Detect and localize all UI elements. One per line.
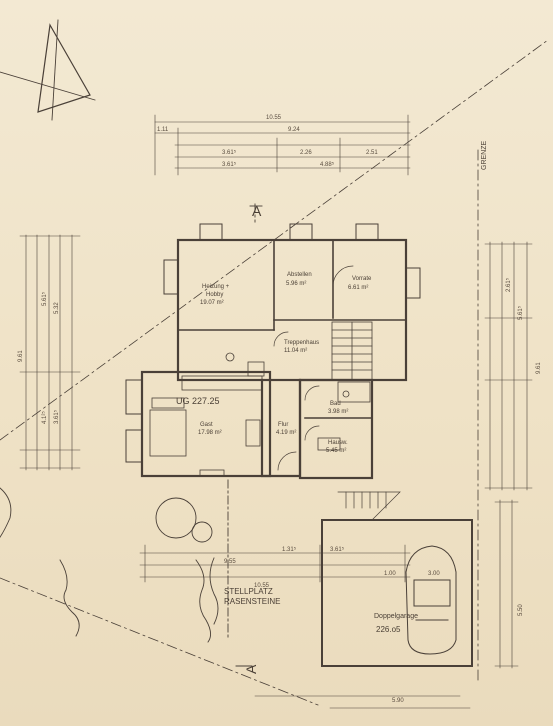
section-mark-bottom: A bbox=[243, 664, 259, 674]
dimension-labels: 10.55 1.11 9.24 3.61⁵ 2.26 2.51 3.61⁵ 4.… bbox=[18, 115, 542, 704]
dim-top-d2: 9.24 bbox=[288, 127, 300, 133]
property-line-top bbox=[0, 39, 549, 441]
room-vorrate-label: Vorrate bbox=[352, 276, 372, 282]
room-flur-label: Flur bbox=[278, 422, 288, 428]
room-flur-area: 4.19 m² bbox=[276, 430, 296, 436]
outside-stair bbox=[337, 491, 401, 521]
section-mark-top: A bbox=[252, 203, 262, 219]
dim-top-d5: 2.51 bbox=[366, 150, 378, 156]
room-hausw-label: Hausw. bbox=[328, 440, 348, 446]
room-vorrate-area: 6.61 m² bbox=[348, 285, 368, 291]
dim-top-d6: 3.61⁵ bbox=[222, 161, 237, 168]
room-abstellen-label: Abstellen bbox=[287, 272, 312, 278]
dim-top-d4: 2.26 bbox=[300, 150, 312, 156]
room-heizung-sub: Hobby bbox=[206, 292, 223, 298]
rasensteine-label: RASENSTEINE bbox=[224, 597, 280, 606]
dim-left-d4: 3.61⁵ bbox=[53, 409, 60, 424]
dim-bottom-d4: 3.00 bbox=[428, 571, 440, 577]
dim-top-d1: 1.11 bbox=[157, 127, 169, 133]
dim-left-d2: 5.32 bbox=[54, 302, 60, 314]
dim-bottom-total: 10.55 bbox=[254, 583, 270, 589]
dim-left-d1: 5.61⁵ bbox=[41, 291, 48, 306]
dim-top-d3: 3.61⁵ bbox=[222, 149, 237, 156]
room-heizung-area: 19.07 m² bbox=[200, 300, 224, 306]
garage-name-label: Doppelgarage bbox=[374, 613, 418, 620]
dim-bottom-d1: 1.31⁵ bbox=[282, 546, 297, 553]
room-abstellen-area: 5.96 m² bbox=[286, 281, 306, 287]
door-swings bbox=[273, 265, 354, 471]
right-dimensions bbox=[484, 241, 533, 669]
property-line-bottom bbox=[0, 577, 319, 706]
room-labels: Heizung + Hobby 19.07 m² Abstellen 5.96 … bbox=[176, 272, 372, 454]
dim-right-d2: 5.61⁵ bbox=[517, 305, 524, 320]
dim-bottom-d2: 3.61⁵ bbox=[330, 546, 345, 553]
ug-level-label: UG 227.25 bbox=[176, 396, 220, 406]
room-treppenhaus-label: Treppenhaus bbox=[284, 340, 319, 346]
dim-bottom-d5: 1.00 bbox=[384, 571, 396, 577]
room-gast-label: Gast bbox=[200, 422, 213, 428]
grenze-label: GRENZE bbox=[481, 141, 488, 171]
top-dimensions bbox=[154, 114, 411, 176]
dim-top-total: 10.55 bbox=[266, 115, 282, 121]
room-bad-area: 3.98 m² bbox=[328, 409, 348, 415]
dim-right-lower: 5.50 bbox=[518, 604, 524, 616]
garage bbox=[321, 519, 473, 667]
dim-garage-bottom: 5.90 bbox=[392, 698, 404, 704]
dim-left-d3: 4.1²⁵ bbox=[41, 411, 48, 424]
dim-right-total: 9.61 bbox=[536, 362, 542, 374]
room-hausw-area: 5.45 m² bbox=[326, 448, 346, 454]
garage-level-label: 226.o5 bbox=[376, 625, 401, 634]
room-bad-label: Bad bbox=[330, 401, 341, 407]
section-line bbox=[227, 203, 263, 667]
window-bays bbox=[125, 223, 421, 463]
annotations: A A GRENZE STELLPLATZ RASENSTEINE Doppel… bbox=[224, 141, 488, 675]
interior-walls bbox=[177, 239, 407, 471]
dim-top-d7: 4.88⁵ bbox=[320, 161, 335, 168]
furniture bbox=[149, 352, 371, 477]
dim-bottom-d3: 9.55 bbox=[224, 559, 236, 565]
room-heizung-label: Heizung + bbox=[202, 284, 230, 290]
car-icon bbox=[405, 545, 457, 655]
left-dimensions bbox=[19, 234, 81, 471]
bottom-dimensions bbox=[139, 544, 471, 709]
dim-left-total: 9.61 bbox=[18, 350, 24, 362]
north-arrow-icon bbox=[0, 19, 96, 121]
dim-right-d1: 2.61⁵ bbox=[505, 277, 512, 292]
tree-icon bbox=[0, 487, 219, 643]
staircase bbox=[331, 321, 373, 381]
room-gast-area: 17.98 m² bbox=[198, 430, 222, 436]
room-treppenhaus-area: 11.04 m² bbox=[284, 348, 307, 354]
stellplatz-label: STELLPLATZ bbox=[224, 587, 273, 596]
